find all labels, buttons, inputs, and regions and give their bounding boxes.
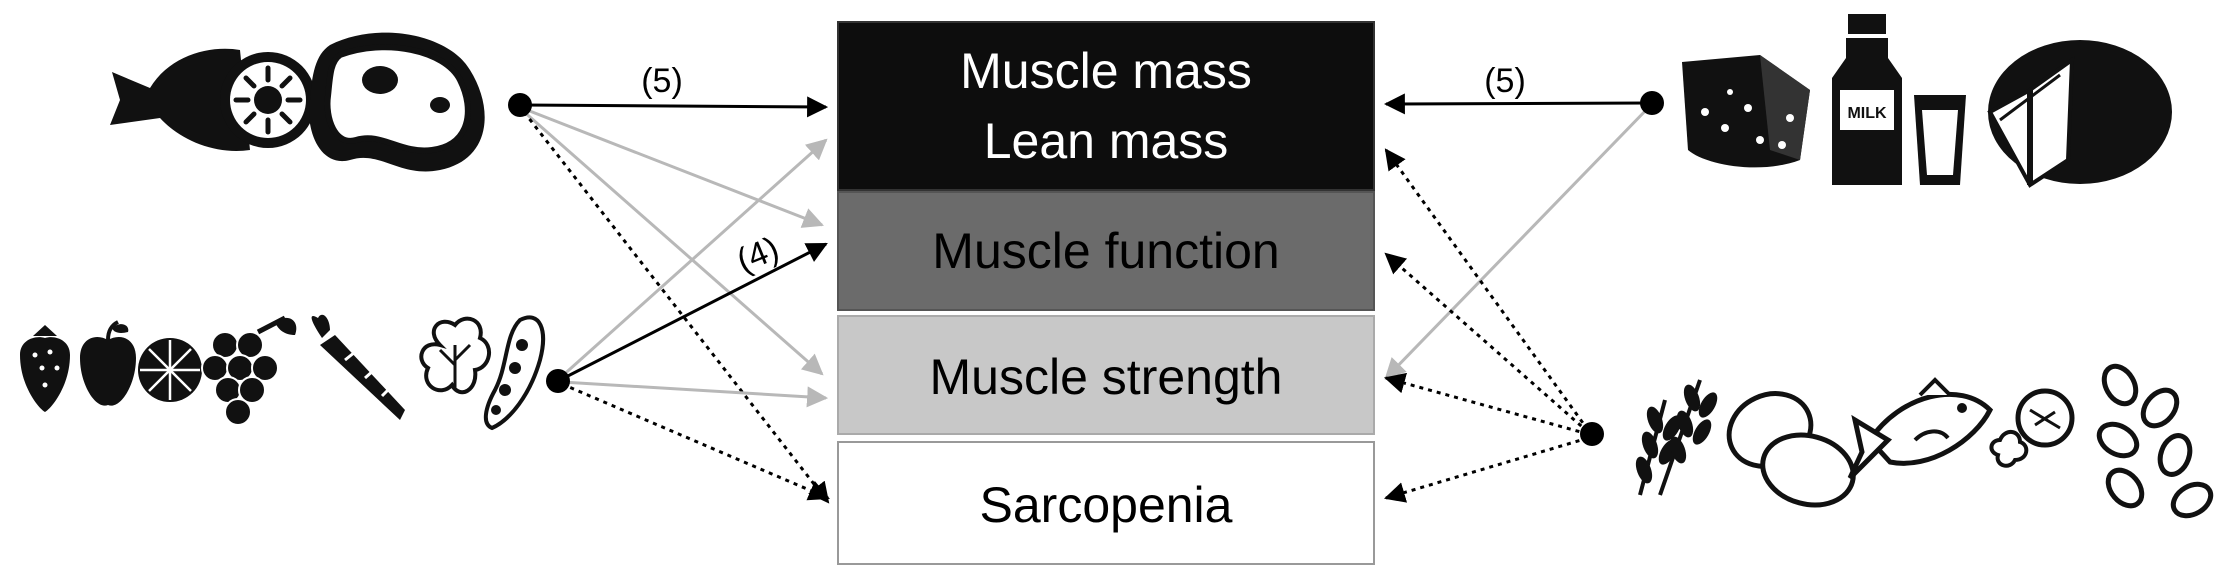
apple-icon bbox=[80, 320, 136, 406]
strawberry-icon bbox=[20, 325, 70, 412]
muscle-function-box bbox=[837, 191, 1375, 311]
meat-to-strength-arrow bbox=[521, 108, 824, 376]
sarcopenia-label: Sarcopenia bbox=[980, 477, 1233, 533]
wheat-icon bbox=[1635, 379, 1718, 496]
other-group bbox=[1635, 363, 2214, 519]
cheese-wedge-icon bbox=[1682, 55, 1810, 168]
milk-label: MILK bbox=[1847, 105, 1887, 122]
other-to-function-arrow bbox=[1384, 252, 1589, 434]
other-to-strength-arrow bbox=[1383, 372, 1589, 436]
meat-ref-label: (5) bbox=[641, 62, 683, 100]
milk-bottle-icon: MILK bbox=[1832, 14, 1902, 185]
muscle-mass-label: Muscle mass bbox=[960, 43, 1252, 99]
dairy-arrows: (5) bbox=[1383, 62, 1664, 380]
fruitveg-ref-label: (4) bbox=[731, 229, 784, 280]
other-to-sarcopenia-arrow bbox=[1383, 436, 1589, 503]
meat-node-dot bbox=[508, 93, 532, 117]
meat-group bbox=[110, 32, 485, 172]
lettuce-icon bbox=[419, 316, 491, 395]
muscle-strength-box bbox=[837, 315, 1375, 435]
sarcopenia-box bbox=[837, 441, 1375, 565]
grapes-icon bbox=[201, 315, 297, 426]
eggs-icon bbox=[1726, 391, 1856, 508]
ham-icon bbox=[110, 48, 316, 151]
pea-pod-icon bbox=[483, 315, 546, 431]
meat-to-function-arrow bbox=[521, 106, 824, 228]
other-to-mass-arrow bbox=[1384, 148, 1590, 431]
fish-icon bbox=[1847, 377, 1994, 480]
meat-to-mass-arrow bbox=[521, 96, 829, 118]
lean-mass-label: Lean mass bbox=[984, 113, 1229, 169]
fruitveg-to-mass-arrow bbox=[558, 138, 828, 380]
cheese-wheel-icon bbox=[1987, 40, 2172, 188]
dairy-to-strength-arrow bbox=[1384, 104, 1652, 380]
meat-arrows: (5) bbox=[508, 62, 830, 504]
fruitveg-to-function-arrow bbox=[559, 242, 828, 382]
carrot-icon bbox=[311, 314, 405, 420]
dairy-group: MILK bbox=[1682, 14, 2172, 188]
orange-slice-icon bbox=[138, 338, 202, 402]
fruitveg-group bbox=[20, 314, 546, 431]
steak-icon bbox=[309, 32, 485, 172]
meat-to-sarcopenia-arrow bbox=[522, 111, 830, 504]
muscle-strength-label: Muscle strength bbox=[930, 349, 1283, 405]
dairy-node-dot bbox=[1640, 91, 1664, 115]
nuts-icon bbox=[1989, 388, 2075, 468]
dairy-ref-label: (5) bbox=[1484, 62, 1526, 100]
fruitveg-node-dot bbox=[546, 369, 570, 393]
beans-icon bbox=[2096, 363, 2214, 519]
outcome-boxes: Muscle mass Lean mass Muscle function Mu… bbox=[837, 21, 1375, 565]
fruitveg-to-sarcopenia-arrow bbox=[561, 382, 830, 501]
dairy-to-mass-arrow bbox=[1383, 93, 1651, 115]
fruitveg-to-strength-arrow bbox=[561, 380, 829, 408]
other-node-dot bbox=[1580, 422, 1604, 446]
other-arrows bbox=[1383, 148, 1604, 503]
muscle-mass-box bbox=[837, 21, 1375, 191]
muscle-function-label: Muscle function bbox=[932, 223, 1279, 279]
milk-glass-icon bbox=[1914, 95, 1966, 185]
